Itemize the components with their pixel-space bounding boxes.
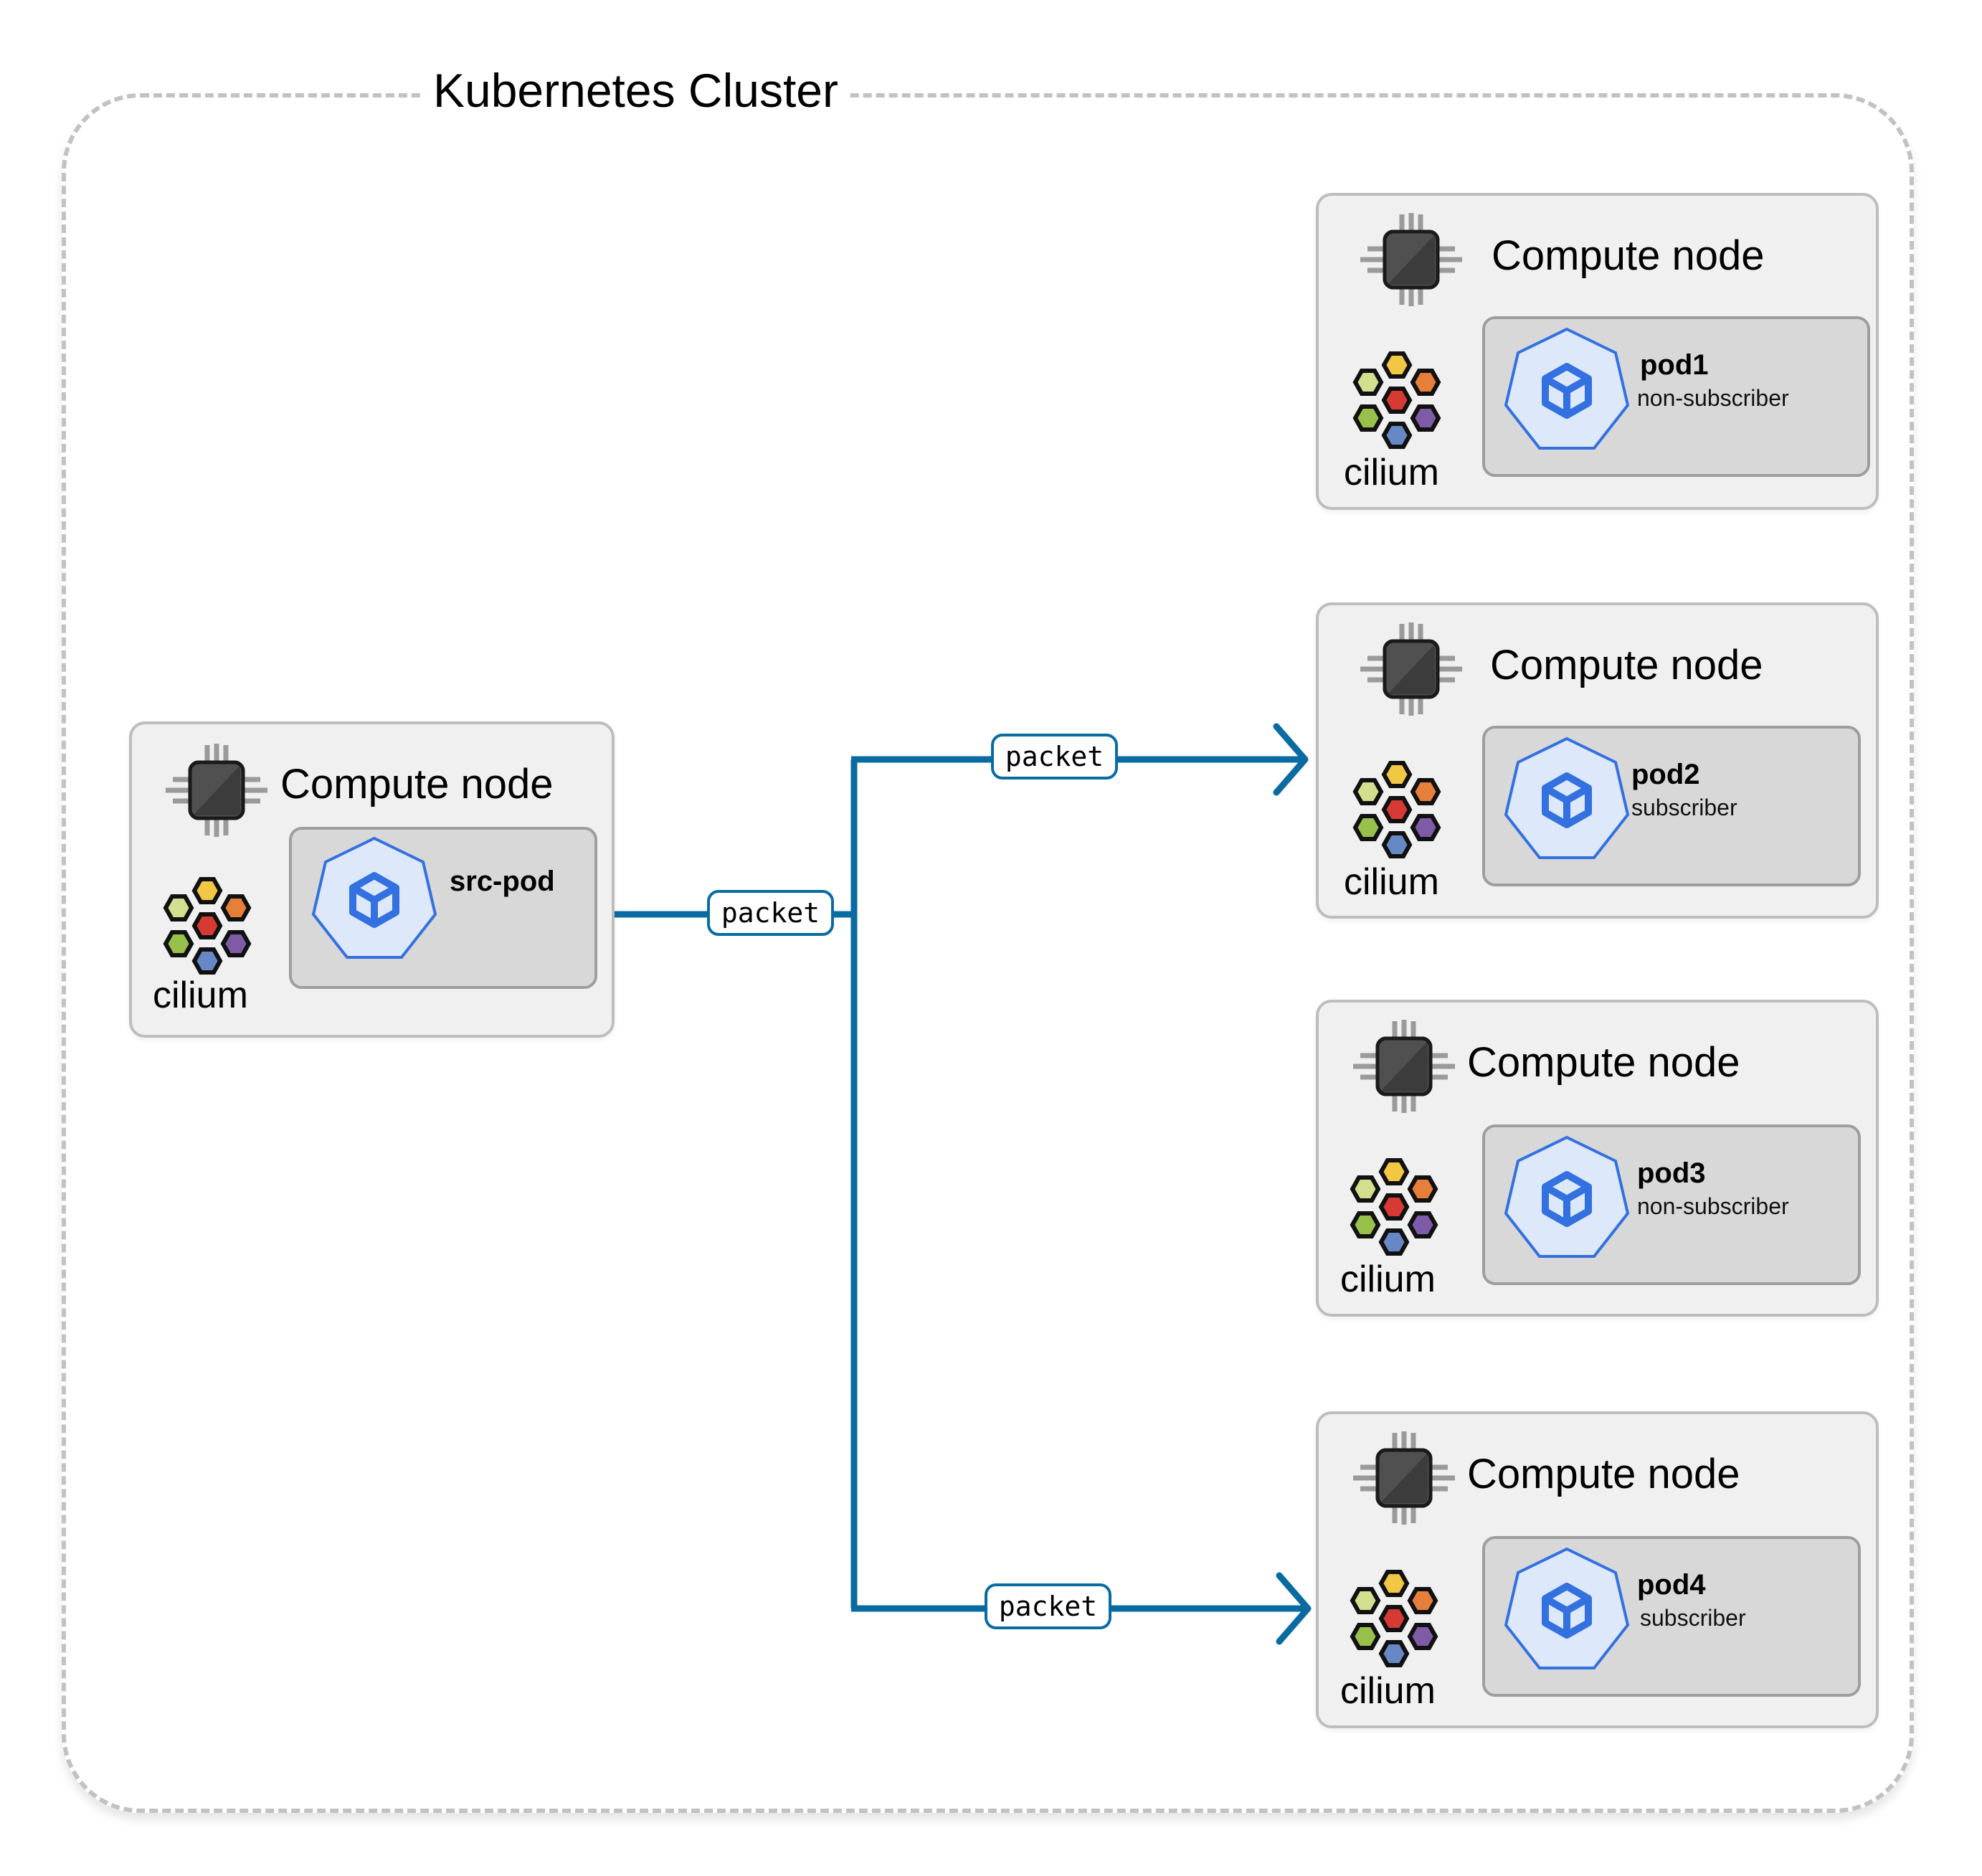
cilium-logo-icon (161, 876, 254, 977)
cilium-label: cilium (153, 975, 248, 1016)
node-title: Compute node (1490, 642, 1763, 688)
cpu-chip-icon (1350, 1431, 1458, 1525)
compute-node-src: Compute node cilium src-pod (129, 721, 615, 1038)
cilium-hex (191, 947, 223, 975)
cilium-hex (1378, 1193, 1410, 1221)
cilium-label: cilium (1340, 1259, 1436, 1300)
cilium-hex (1407, 1175, 1438, 1203)
cilium-hex (1407, 1587, 1438, 1614)
cilium-hex (220, 894, 252, 922)
pod-name: pod3 (1637, 1157, 1706, 1189)
cilium-hex (1381, 761, 1413, 788)
cilium-hex (1350, 1587, 1381, 1614)
packet-label-pod2: packet (991, 734, 1118, 780)
cilium-label: cilium (1344, 861, 1439, 903)
cpu-chip-icon (1357, 622, 1465, 716)
node-title: Compute node (1467, 1451, 1740, 1497)
cilium-hex (1378, 1570, 1410, 1597)
compute-node-1: Compute node cilium pod1 non-subscriber (1316, 193, 1879, 510)
node-title: Compute node (1492, 232, 1765, 279)
pod-role: subscriber (1640, 1605, 1746, 1631)
cilium-hex (1410, 369, 1441, 396)
cilium-logo-icon (1347, 1569, 1441, 1669)
cilium-hex (1350, 1211, 1381, 1238)
cilium-hex (1381, 387, 1413, 414)
pod-name: pod1 (1640, 349, 1709, 381)
cilium-label: cilium (1344, 452, 1439, 493)
compute-node-4: Compute node cilium pod4 subscriber (1316, 1411, 1879, 1728)
cilium-hex (1352, 814, 1384, 841)
cilium-hex (1378, 1605, 1410, 1632)
cpu-chip-icon (163, 744, 270, 837)
cilium-logo-icon (1347, 1157, 1441, 1258)
kubernetes-pod-icon (1502, 1134, 1631, 1264)
cilium-hex (1352, 369, 1384, 396)
arrowhead-pod2 (1273, 723, 1309, 796)
cilium-hex (1378, 1228, 1410, 1256)
pod-src-pod[interactable]: src-pod (289, 827, 597, 989)
cilium-hex (191, 877, 223, 904)
pod-pod4[interactable]: pod4 subscriber (1482, 1536, 1861, 1697)
cilium-hex (1407, 1623, 1438, 1650)
pod-name: pod4 (1637, 1569, 1706, 1601)
kubernetes-pod-icon (1502, 1546, 1631, 1675)
cilium-logo-icon (1350, 351, 1443, 451)
cilium-hex (1381, 796, 1413, 823)
arrowhead-pod4 (1276, 1572, 1312, 1645)
cluster-title: Kubernetes Cluster (425, 62, 847, 119)
compute-node-2: Compute node cilium pod2 subscriber (1316, 602, 1879, 919)
cilium-hex (1378, 1640, 1410, 1667)
cilium-logo-icon (1350, 760, 1443, 861)
cilium-hex (1378, 1158, 1410, 1185)
node-title: Compute node (1467, 1039, 1740, 1086)
pod-name: pod2 (1631, 759, 1700, 790)
pod-role: subscriber (1631, 795, 1737, 820)
cilium-hex (1381, 831, 1413, 858)
cpu-chip-icon (1350, 1020, 1458, 1113)
cilium-hex (1410, 778, 1441, 805)
packet-label-src: packet (707, 890, 834, 936)
pod-name: src-pod (450, 866, 555, 897)
pod-pod2[interactable]: pod2 subscriber (1482, 726, 1861, 886)
cilium-hex (1381, 422, 1413, 449)
cilium-hex (1350, 1175, 1381, 1203)
cilium-hex (191, 912, 223, 939)
cilium-hex (1381, 351, 1413, 379)
cilium-hex (220, 930, 252, 957)
pod-pod3[interactable]: pod3 non-subscriber (1482, 1124, 1861, 1285)
cilium-hex (163, 930, 194, 957)
pod-role: non-subscriber (1637, 1193, 1789, 1219)
cilium-hex (1352, 404, 1384, 432)
pod-role: non-subscriber (1637, 385, 1789, 411)
kubernetes-pod-icon (1502, 326, 1631, 455)
cilium-label: cilium (1340, 1670, 1436, 1712)
cilium-hex (163, 894, 194, 922)
cilium-hex (1410, 814, 1441, 841)
kubernetes-pod-icon (310, 835, 439, 965)
cilium-hex (1352, 778, 1384, 805)
cilium-hex (1350, 1623, 1381, 1650)
kubernetes-cluster-boundary (62, 93, 1914, 1813)
kubernetes-pod-icon (1502, 736, 1631, 865)
node-title: Compute node (280, 761, 554, 807)
packet-label-pod4: packet (985, 1583, 1111, 1629)
cilium-hex (1410, 404, 1441, 432)
compute-node-3: Compute node cilium pod3 non-subscriber (1316, 1000, 1879, 1317)
cilium-hex (1407, 1211, 1438, 1238)
pod-pod1[interactable]: pod1 non-subscriber (1482, 316, 1870, 477)
cpu-chip-icon (1357, 213, 1465, 306)
